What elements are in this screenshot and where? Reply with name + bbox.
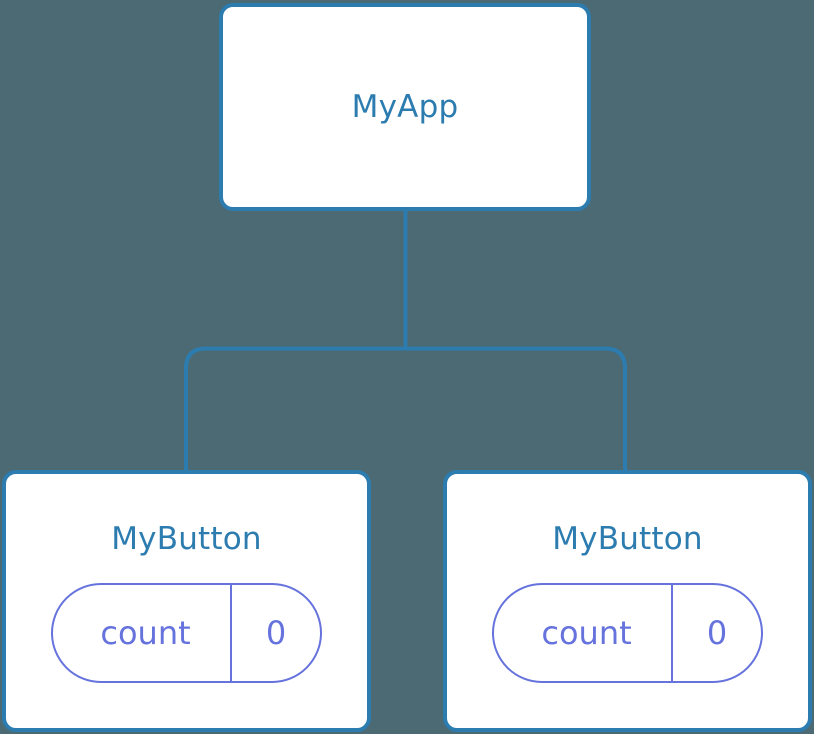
state-pill[interactable]: count 0 (51, 583, 322, 684)
node-title: MyApp (351, 88, 459, 125)
node-mybutton-1[interactable]: MyButton count 0 (2, 470, 371, 732)
edge-branch-left (184, 346, 406, 474)
state-pill[interactable]: count 0 (492, 583, 763, 684)
edge-branch-right (405, 346, 627, 474)
node-title: MyButton (111, 521, 262, 557)
state-value: 0 (230, 585, 320, 682)
state-value: 0 (671, 585, 761, 682)
node-title: MyButton (552, 521, 703, 557)
state-key: count (541, 614, 632, 653)
node-mybutton-2[interactable]: MyButton count 0 (443, 470, 812, 732)
state-key: count (100, 614, 191, 653)
node-myapp[interactable]: MyApp (219, 3, 591, 211)
